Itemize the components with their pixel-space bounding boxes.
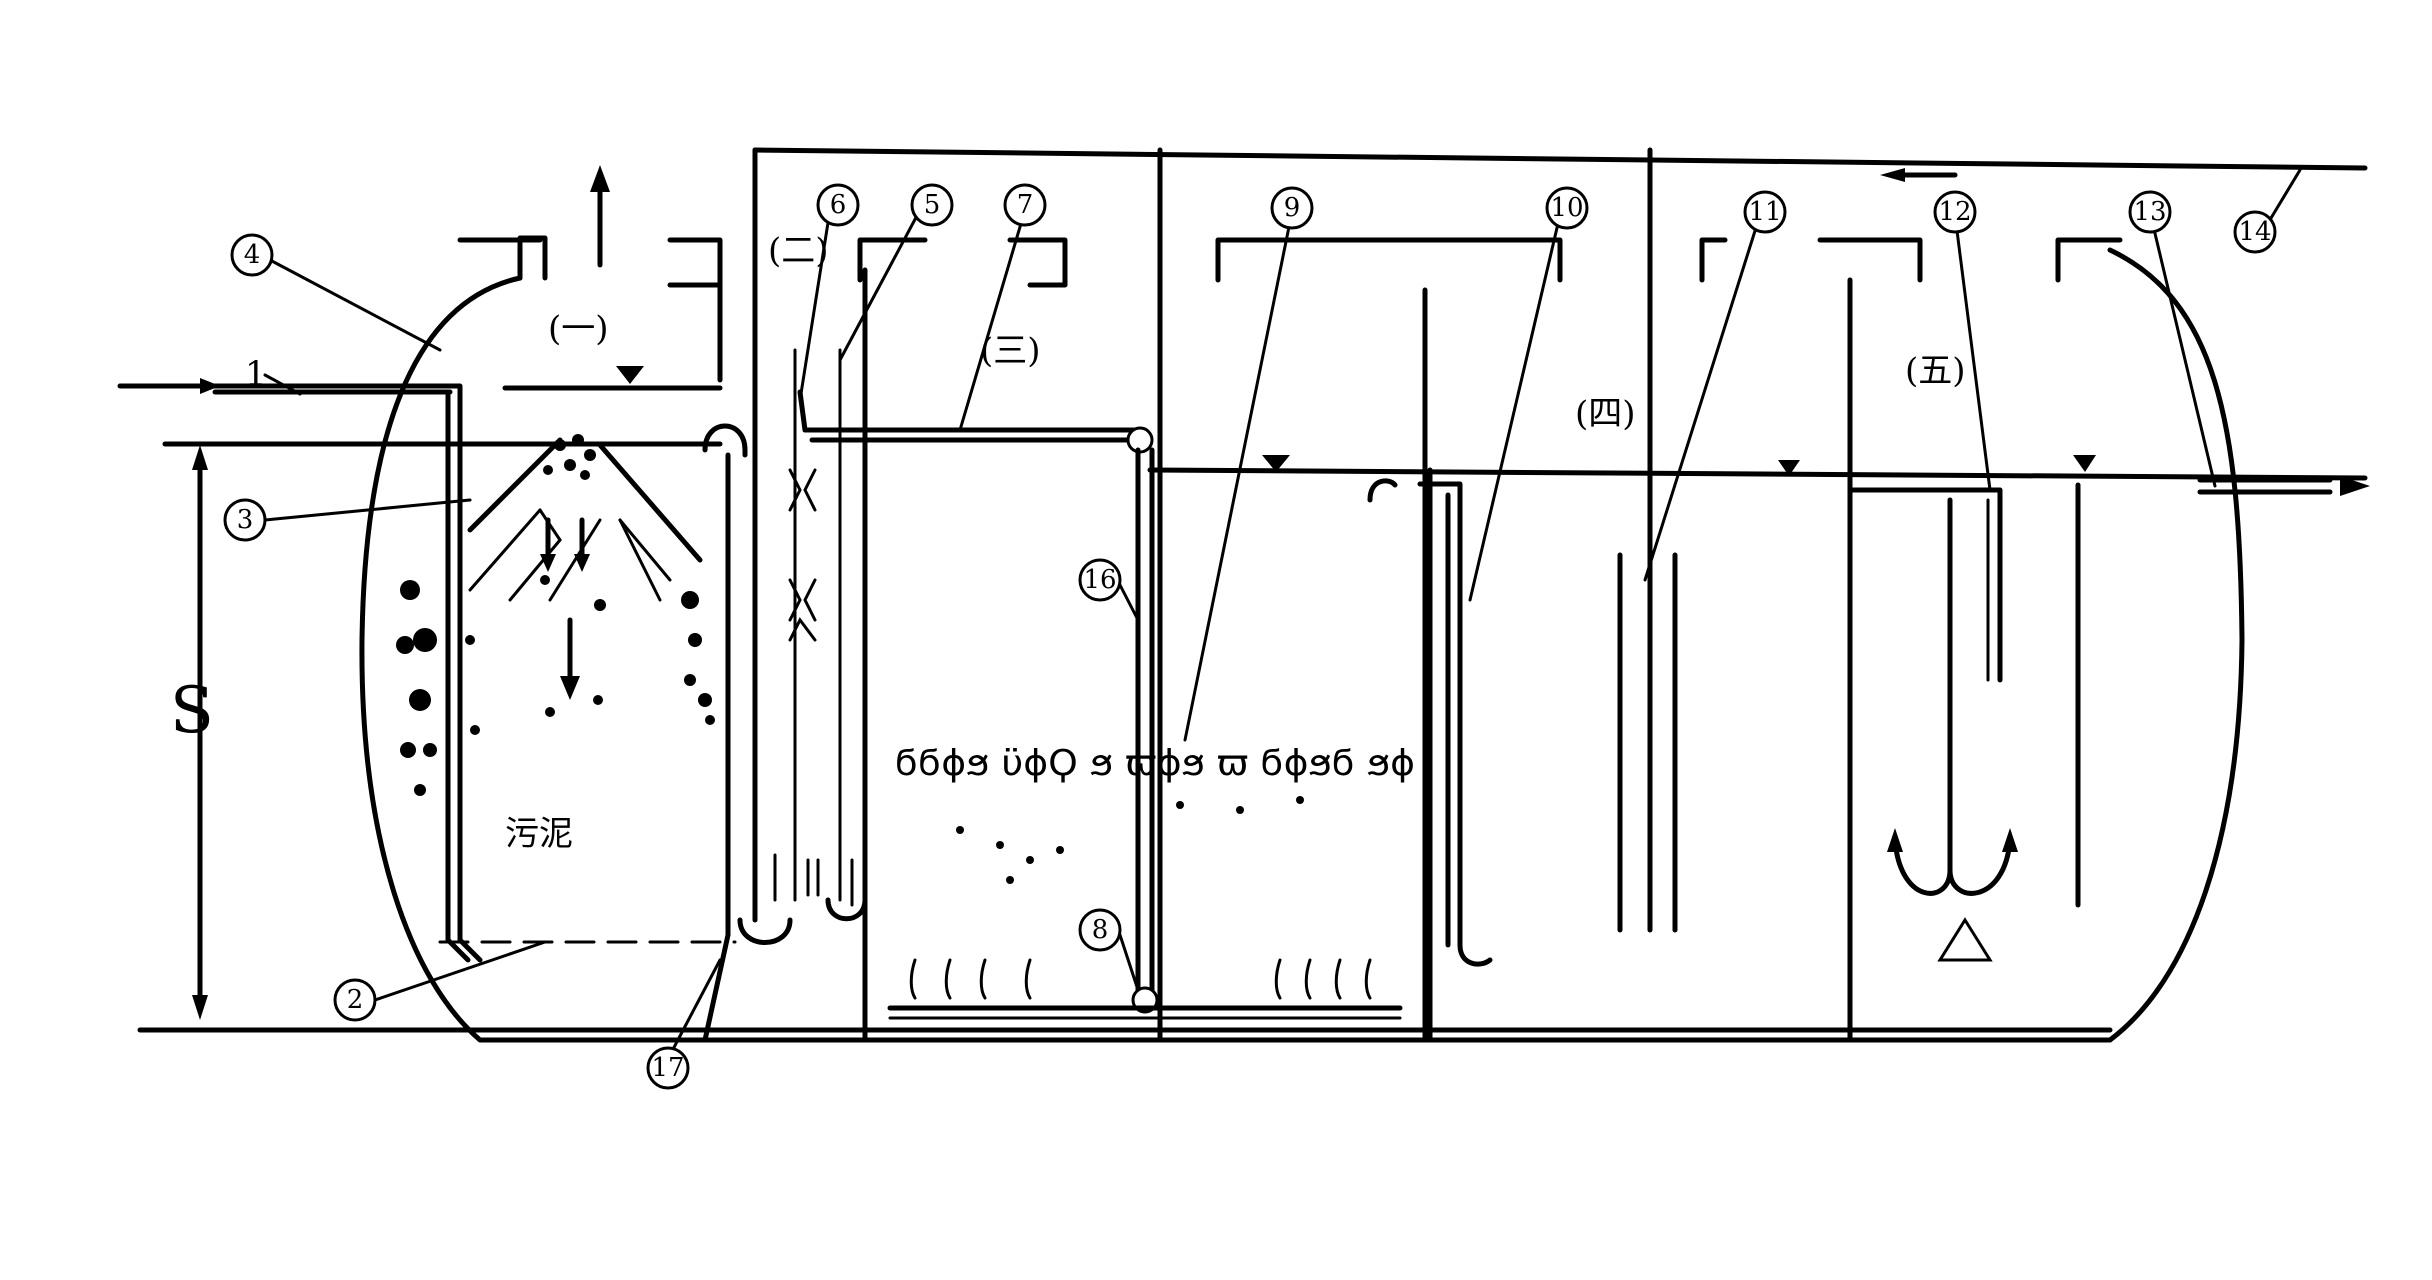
svg-text:9: 9 bbox=[1284, 193, 1301, 223]
outlet-arrowhead bbox=[2340, 476, 2370, 496]
tank-left-wall bbox=[359, 275, 733, 1043]
svg-text:1: 1 bbox=[245, 354, 267, 394]
stage-label-3: (三) bbox=[980, 331, 1041, 371]
callout-1: 1 bbox=[245, 354, 267, 394]
exhaust-arrowhead bbox=[590, 165, 610, 192]
dimension-arrow-bottom bbox=[192, 995, 208, 1020]
flange-center bbox=[517, 235, 548, 281]
dimension-arrow-top bbox=[192, 445, 208, 470]
outflow-hook bbox=[1367, 478, 1398, 503]
svg-text:12: 12 bbox=[1938, 197, 1971, 227]
svg-text:10: 10 bbox=[1550, 193, 1583, 223]
transfer-pipe bbox=[797, 389, 1143, 433]
callout-11: 11 bbox=[1743, 190, 1787, 234]
cone-inner-1 bbox=[468, 508, 542, 592]
media-dots bbox=[956, 796, 1304, 884]
transfer-junction bbox=[1126, 426, 1154, 454]
svg-text:3: 3 bbox=[237, 505, 254, 535]
svg-text:11: 11 bbox=[1748, 197, 1781, 227]
flow-top-arrowhead bbox=[1880, 168, 1905, 182]
flange-5 bbox=[1699, 237, 1728, 283]
biofilm-media: ϭϭϕϧ ϋϕϘ ϧ ϖϕϧ ϖ ϭϕϧϭ ϧϕ bbox=[895, 743, 1415, 784]
stage-label-4: (四) bbox=[1575, 394, 1636, 434]
dimension-label: S bbox=[170, 674, 214, 748]
svg-text:6: 6 bbox=[830, 190, 847, 220]
svg-text:16: 16 bbox=[1083, 565, 1116, 595]
callout-10: 10 bbox=[1545, 186, 1589, 230]
flange-6 bbox=[1817, 237, 1923, 283]
callout-16: 16 bbox=[1078, 558, 1122, 602]
callout-2: 2 bbox=[333, 978, 377, 1022]
callout-5: 5 bbox=[910, 183, 954, 227]
callout-13: 13 bbox=[2128, 190, 2172, 234]
cone-inner-4 bbox=[548, 518, 602, 602]
callout-9: 9 bbox=[1270, 186, 1314, 230]
water-level-marker-1 bbox=[616, 366, 644, 384]
stage-label-1: (一) bbox=[548, 309, 609, 349]
chamber2-downstrokes bbox=[773, 853, 854, 907]
chamber1-hopper bbox=[702, 932, 731, 1043]
cone-left bbox=[467, 437, 563, 533]
stage-label-2: (二) bbox=[768, 231, 829, 271]
svg-text:13: 13 bbox=[2133, 197, 2166, 227]
chamber2-hook bbox=[825, 897, 868, 922]
water-level-marker-4 bbox=[2073, 455, 2096, 472]
callout-12: 12 bbox=[1933, 190, 1977, 234]
inlet-arrowhead bbox=[200, 378, 220, 394]
sludge-label: 污泥 bbox=[505, 814, 573, 854]
svg-text:7: 7 bbox=[1017, 190, 1034, 220]
flange-inlet-right bbox=[667, 237, 723, 288]
water-level-2 bbox=[1147, 467, 2368, 481]
box-left-bottom bbox=[737, 917, 793, 945]
callout-17: 17 bbox=[646, 1046, 690, 1090]
water-level-marker-3 bbox=[1778, 460, 1800, 476]
svg-text:8: 8 bbox=[1092, 915, 1109, 945]
svg-text:2: 2 bbox=[347, 985, 364, 1015]
callout-6: 6 bbox=[816, 183, 860, 227]
tank-right-wall bbox=[2107, 247, 2245, 1043]
leader-lines bbox=[263, 168, 2302, 1057]
cone-inner-5 bbox=[508, 538, 562, 602]
settle-arrowhead-2 bbox=[574, 554, 590, 572]
inlet-downpipe-inner bbox=[445, 389, 471, 963]
callout-7: 7 bbox=[1003, 183, 1047, 227]
settle-arrowhead-3 bbox=[560, 676, 580, 700]
svg-text:4: 4 bbox=[244, 240, 261, 270]
cone-inner-3 bbox=[618, 518, 662, 602]
chamber1-overflow-hook bbox=[702, 423, 748, 458]
callout-8: 8 bbox=[1078, 908, 1122, 952]
flow-arrow-right bbox=[2002, 828, 2018, 852]
box-top bbox=[752, 147, 2368, 171]
flange-4 bbox=[1215, 237, 1563, 283]
diffuser-cone bbox=[1937, 917, 1993, 962]
return-pipe-12 bbox=[1847, 487, 2003, 683]
svg-text:5: 5 bbox=[924, 190, 941, 220]
stage-label-5: (五) bbox=[1905, 351, 1966, 391]
inlet-downpipe bbox=[437, 383, 483, 963]
flow-circulation-left bbox=[1892, 837, 1953, 896]
svg-text:14: 14 bbox=[2238, 217, 2271, 247]
flow-arrow-left bbox=[1887, 828, 1903, 852]
aeration-bubbles bbox=[909, 958, 1372, 1000]
callout-4: 4 bbox=[230, 233, 274, 277]
sludge-particles bbox=[396, 434, 715, 796]
settle-arrowhead-1 bbox=[540, 554, 556, 572]
flange-left bbox=[457, 237, 523, 281]
cone-inner-6 bbox=[618, 518, 672, 582]
callout-14: 14 bbox=[2233, 210, 2277, 254]
cone-right bbox=[597, 442, 703, 563]
callout-3: 3 bbox=[223, 498, 267, 542]
flow-circulation-right bbox=[1947, 837, 2013, 896]
flange-7 bbox=[2055, 237, 2123, 283]
water-level-marker-2 bbox=[1262, 455, 1290, 472]
svg-text:17: 17 bbox=[651, 1053, 684, 1083]
zigzag-media bbox=[788, 468, 817, 642]
flange-3 bbox=[1007, 237, 1068, 288]
outflow-pipe-10 bbox=[1417, 481, 1493, 967]
